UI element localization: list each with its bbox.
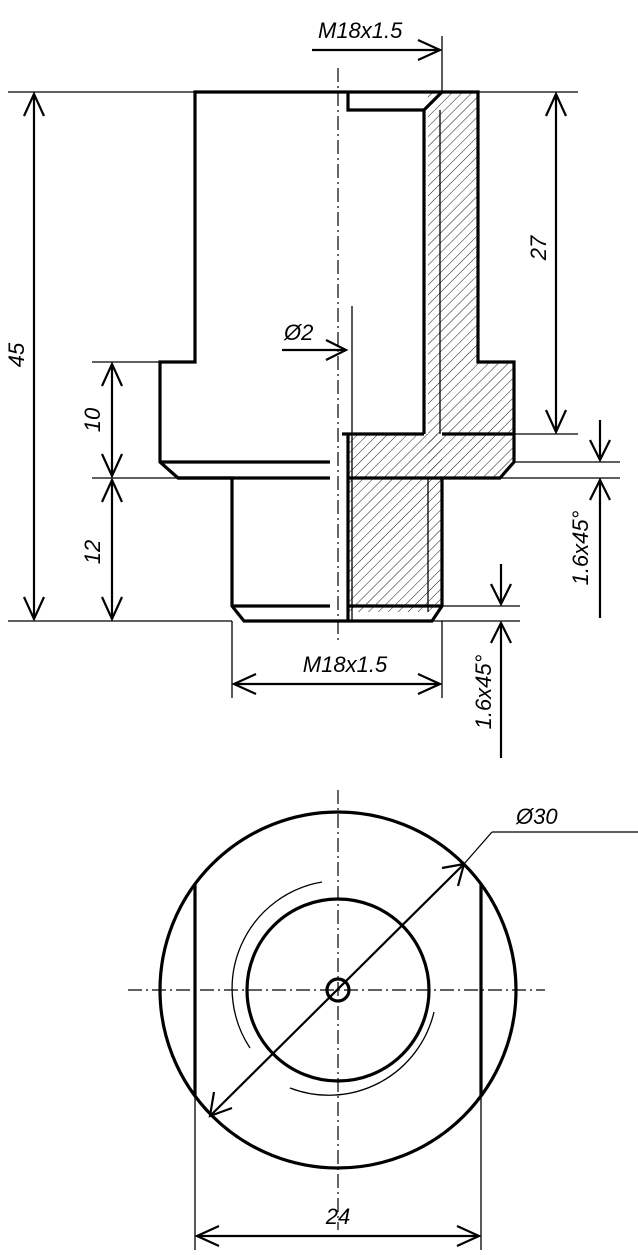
dimension-hole-diameter: Ø2 [282,320,349,361]
chamfer-upper-label: 1.6x45° [568,510,593,585]
dimension-overall-height: 45 [4,91,232,622]
overall-height-label: 45 [4,342,29,367]
dimension-thread-bottom: M18x1.5 [231,621,443,698]
spigot-height-label: 12 [80,540,105,564]
dimension-thread-top: M18x1.5 [312,18,443,92]
outer-circle [158,810,518,1170]
thread-top-label: M18x1.5 [318,18,403,43]
front-view: 45 10 12 27 [4,18,620,758]
end-view: Ø30 24 [128,790,638,1250]
chamfer-lower-label: 1.6x45° [471,654,496,729]
bore-circle [245,897,431,1083]
dimension-flat-width: 24 [194,1096,482,1250]
thread-bore-upper [346,90,444,434]
thread-bottom-label: M18x1.5 [303,652,388,677]
dimension-outer-diameter: Ø30 [208,804,638,1118]
small-hole-circle [325,977,351,1003]
collar-height-label: 10 [80,407,105,432]
dimension-collar-height: 10 [80,361,178,479]
dimension-chamfer-lower: 1.6x45° [432,564,520,758]
dimension-spigot-height: 12 [80,477,124,622]
thread-depth-label: 27 [526,235,551,261]
hole-diameter-label: Ø2 [283,320,313,345]
thread-arc-lower [289,1011,435,1096]
outer-diameter-label: Ø30 [515,804,558,829]
section-hatch-upper-wall [428,92,514,612]
dimension-chamfer-upper: 1.6x45° [500,420,620,618]
flat-width-label: 24 [325,1204,350,1229]
dimension-thread-depth: 27 [478,91,578,435]
thread-arc-upper [231,881,323,1049]
